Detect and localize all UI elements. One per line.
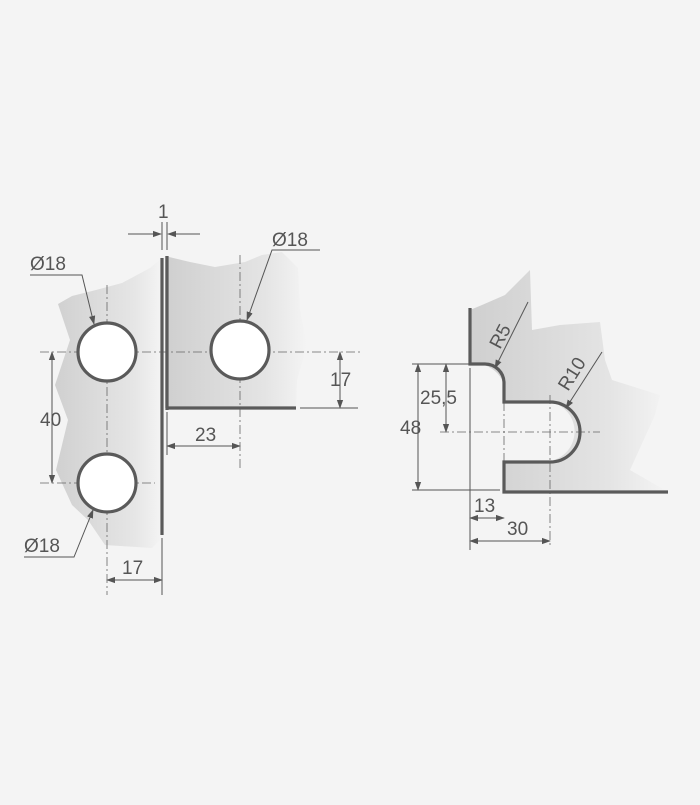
leader-hole-top-right bbox=[246, 249, 320, 321]
label-right-hole-height: 17 bbox=[330, 370, 351, 391]
hole-bottom-left bbox=[76, 452, 138, 514]
label-height-inner: 25,5 bbox=[420, 388, 457, 409]
hole-top-right bbox=[209, 319, 271, 381]
label-right-hole-offset: 23 bbox=[195, 425, 216, 446]
label-vertical-spacing: 40 bbox=[40, 410, 61, 431]
label-width-inner: 13 bbox=[474, 496, 495, 517]
label-left-hole-offset: 17 bbox=[122, 558, 143, 579]
leader-hole-top-left bbox=[30, 274, 96, 325]
notch-plate-shade bbox=[470, 270, 668, 492]
leader-hole-bottom-left bbox=[24, 509, 94, 558]
right-view: 25,5 48 13 30 R5 R10 bbox=[400, 270, 668, 550]
left-view: Ø18 Ø18 Ø18 1 40 17 23 17 bbox=[24, 202, 360, 595]
label-hole-top-left: Ø18 bbox=[30, 254, 66, 275]
leader-radius-small bbox=[494, 301, 529, 369]
leader-radius-large bbox=[565, 351, 603, 409]
hole-top-left bbox=[76, 321, 138, 383]
label-hole-bottom-left: Ø18 bbox=[24, 536, 60, 557]
label-width-total: 30 bbox=[507, 519, 528, 540]
label-plate-thickness: 1 bbox=[158, 202, 169, 223]
label-height-total: 48 bbox=[400, 418, 421, 439]
label-hole-top-right: Ø18 bbox=[272, 230, 308, 251]
